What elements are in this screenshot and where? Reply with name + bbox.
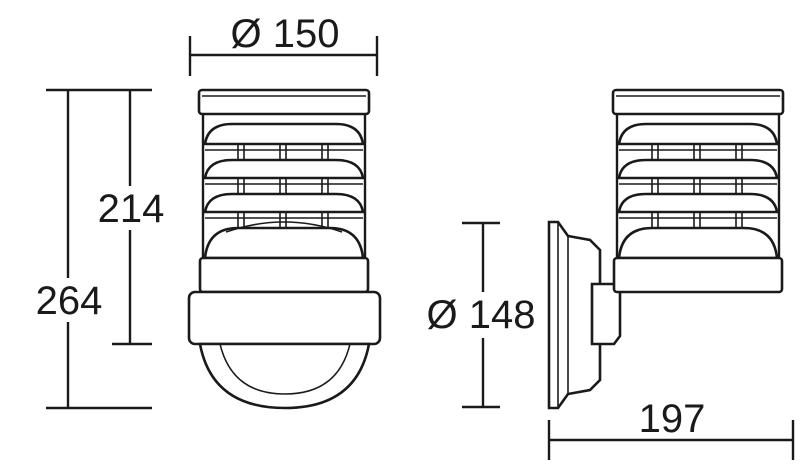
side-view: Ø 148 197 <box>420 88 795 460</box>
side-lamp-body <box>547 88 785 410</box>
top-diameter-label: Ø 150 <box>231 12 340 56</box>
projection-dimension: 197 <box>547 397 795 460</box>
height-214-label: 214 <box>98 187 165 231</box>
projection-label: 197 <box>639 397 706 441</box>
base-diameter-label: Ø 148 <box>427 293 536 337</box>
height-214-dimension: 214 <box>98 90 165 346</box>
height-264-dimension: 264 <box>36 88 152 410</box>
top-diameter-dimension: Ø 150 <box>188 12 379 76</box>
front-lamp-body <box>187 88 382 410</box>
base-diameter-dimension: Ø 148 <box>420 221 540 409</box>
front-view: Ø 150 264 214 <box>36 12 382 410</box>
height-264-label: 264 <box>36 279 103 323</box>
